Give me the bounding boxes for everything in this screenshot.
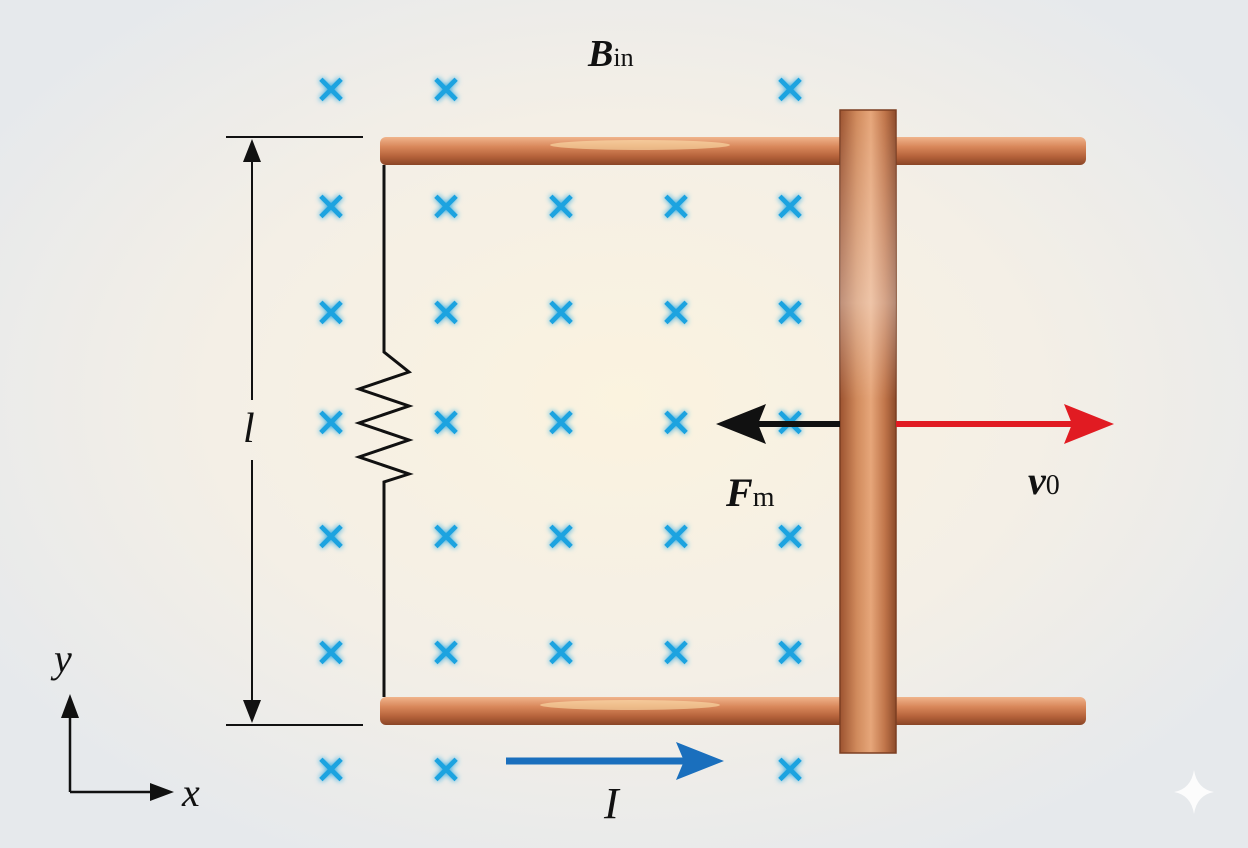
cross-into-page-icon: × xyxy=(429,746,463,792)
magnetic-field-markers: ××××××××××××××××××××××××××××××× xyxy=(314,66,807,792)
cross-into-page-icon: × xyxy=(773,66,807,112)
sparkle-icon xyxy=(1174,770,1214,814)
cross-into-page-icon: × xyxy=(314,289,348,335)
cross-into-page-icon: × xyxy=(659,183,693,229)
force-arrow xyxy=(716,404,840,444)
axis-y-label: y xyxy=(50,636,72,681)
cross-into-page-icon: × xyxy=(659,629,693,675)
coordinate-axes xyxy=(61,694,174,801)
cross-into-page-icon: × xyxy=(659,513,693,559)
length-label: l xyxy=(243,406,255,452)
cross-into-page-icon: × xyxy=(314,183,348,229)
velocity-arrow xyxy=(896,404,1114,444)
cross-into-page-icon: × xyxy=(314,66,348,112)
length-dimension xyxy=(226,136,363,726)
cross-into-page-icon: × xyxy=(773,183,807,229)
cross-into-page-icon: × xyxy=(544,629,578,675)
cross-into-page-icon: × xyxy=(429,183,463,229)
cross-into-page-icon: × xyxy=(773,289,807,335)
field-label: Bin xyxy=(587,33,634,75)
cross-into-page-icon: × xyxy=(773,746,807,792)
bottom-rail xyxy=(380,697,1086,725)
cross-into-page-icon: × xyxy=(659,399,693,445)
current-label: I xyxy=(603,779,621,828)
cross-into-page-icon: × xyxy=(429,289,463,335)
cross-into-page-icon: × xyxy=(314,399,348,445)
cross-into-page-icon: × xyxy=(429,513,463,559)
cross-into-page-icon: × xyxy=(544,513,578,559)
top-rail xyxy=(380,137,1086,165)
left-wire xyxy=(354,165,414,697)
velocity-label: v0 xyxy=(1028,458,1060,503)
cross-into-page-icon: × xyxy=(429,629,463,675)
cross-into-page-icon: × xyxy=(773,513,807,559)
cross-into-page-icon: × xyxy=(544,183,578,229)
cross-into-page-icon: × xyxy=(429,66,463,112)
cross-into-page-icon: × xyxy=(429,399,463,445)
cross-into-page-icon: × xyxy=(659,289,693,335)
cross-into-page-icon: × xyxy=(544,289,578,335)
cross-into-page-icon: × xyxy=(314,746,348,792)
axis-x-label: x xyxy=(181,770,200,815)
cross-into-page-icon: × xyxy=(544,399,578,445)
sliding-bar xyxy=(839,109,897,754)
cross-into-page-icon: × xyxy=(773,629,807,675)
force-label: Fm xyxy=(725,470,775,515)
current-arrow xyxy=(506,742,724,780)
cross-into-page-icon: × xyxy=(314,513,348,559)
cross-into-page-icon: × xyxy=(314,629,348,675)
